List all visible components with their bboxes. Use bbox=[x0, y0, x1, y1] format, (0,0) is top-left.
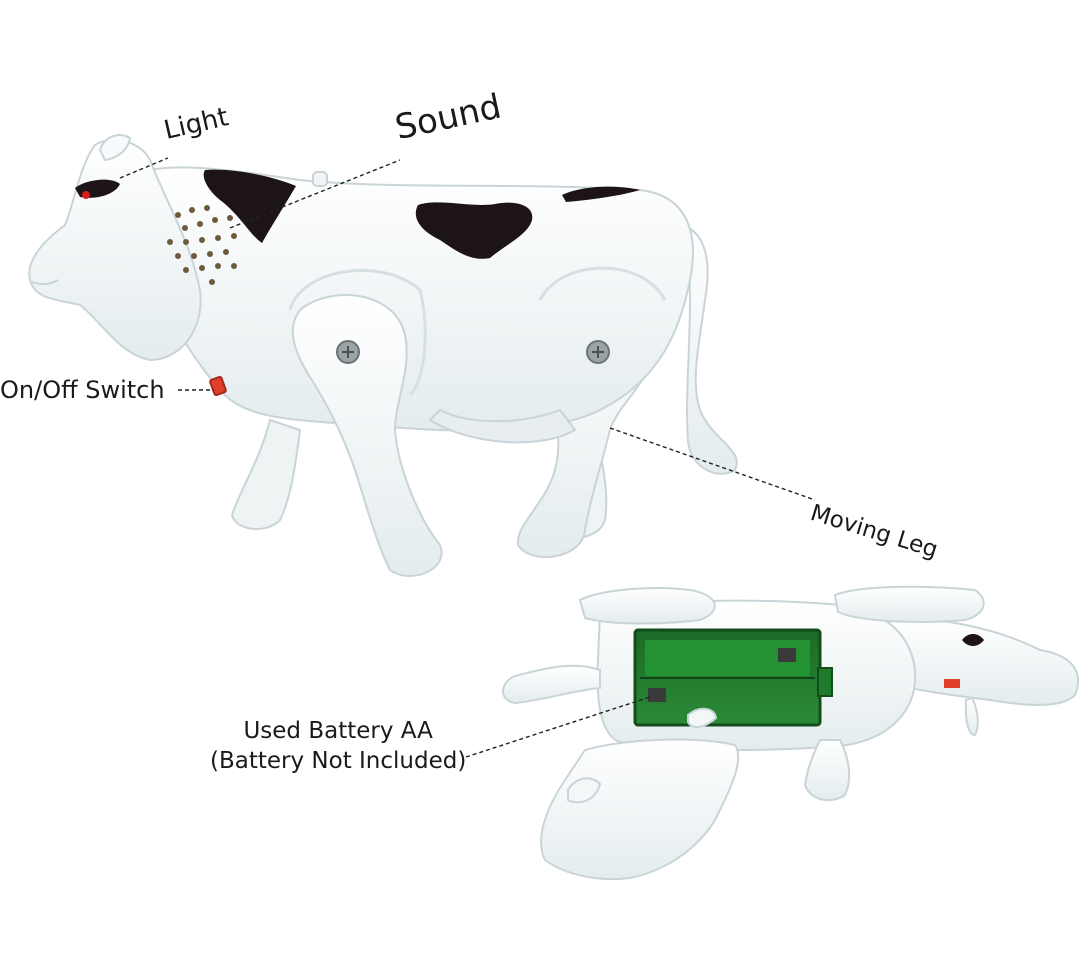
battery-label-line2: (Battery Not Included) bbox=[210, 748, 467, 774]
battery-label: Used Battery AA (Battery Not Included) bbox=[210, 716, 466, 776]
battery-label-line1: Used Battery AA bbox=[243, 718, 433, 744]
battery-contact-icon bbox=[648, 688, 666, 702]
sound-callout-line bbox=[229, 159, 401, 229]
leg-callout-line bbox=[609, 427, 816, 501]
cow-head-underside bbox=[878, 618, 1080, 706]
on-off-switch-label: On/Off Switch bbox=[0, 376, 165, 404]
battery-cover bbox=[540, 738, 740, 881]
cow-toy-standing bbox=[28, 134, 738, 577]
cow-leg-underside bbox=[578, 587, 716, 625]
cow-head bbox=[28, 139, 202, 362]
cow-leg-underside bbox=[803, 739, 851, 802]
cow-tail-underside bbox=[502, 664, 601, 705]
cow-toy-underside bbox=[502, 585, 1080, 881]
callout-lines bbox=[119, 157, 816, 758]
cow-tail bbox=[670, 223, 738, 475]
cow-spot bbox=[415, 202, 533, 259]
cow-spot bbox=[203, 169, 296, 243]
eye-light-icon bbox=[82, 191, 90, 199]
cow-belly bbox=[428, 408, 577, 444]
cow-body bbox=[125, 166, 694, 432]
cow-leg-underside bbox=[833, 585, 985, 623]
speaker-grille-icon bbox=[167, 205, 237, 285]
light-callout-line bbox=[119, 157, 169, 179]
cow-front-leg-far bbox=[230, 418, 302, 531]
battery-callout-line bbox=[465, 696, 651, 758]
on-off-switch-underside-icon bbox=[944, 679, 960, 688]
cow-spot bbox=[562, 186, 640, 202]
on-off-switch-icon bbox=[209, 375, 227, 397]
cow-front-leg bbox=[291, 294, 443, 577]
cow-ear bbox=[98, 134, 132, 162]
battery-spring-icon bbox=[778, 648, 796, 662]
